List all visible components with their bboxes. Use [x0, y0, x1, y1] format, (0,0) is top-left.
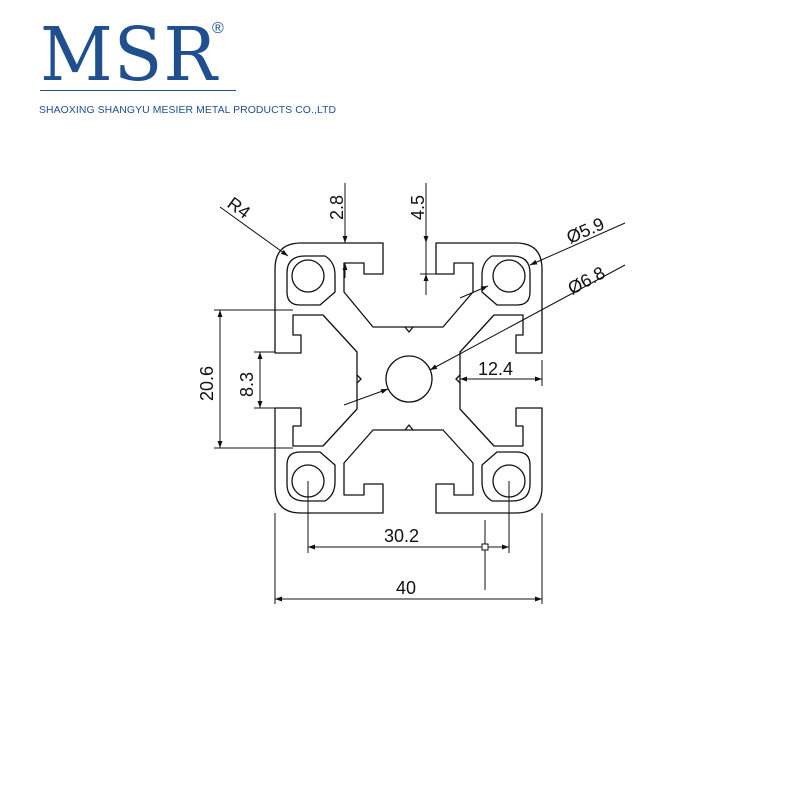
dim-overall-width: 40: [396, 578, 416, 598]
logo-underline: [40, 90, 236, 91]
brand-logo: MSR: [40, 12, 218, 98]
dim-slot-depth: 4.5: [408, 195, 428, 220]
dim-height-inner: 8.3: [237, 372, 257, 397]
dim-slot-top: 2.8: [327, 195, 347, 220]
dim-height-outer: 20.6: [197, 366, 217, 401]
dimension-lines: [214, 183, 626, 604]
dim-r4: R4: [224, 193, 254, 223]
registered-mark: ®: [212, 20, 224, 37]
profile-outline: [274, 242, 543, 514]
dimension-labels: R4 2.8 4.5 Ø5.9 Ø6.8 20.6 8.3 12.4 30.2 …: [197, 193, 608, 598]
dim-inner-width: 12.4: [478, 359, 513, 379]
dim-hole-spacing: 30.2: [384, 526, 419, 546]
dim-hole-small: Ø5.9: [563, 214, 607, 248]
company-name: SHAOXING SHANGYU MESIER METAL PRODUCTS C…: [39, 105, 337, 116]
dim-hole-center: Ø6.8: [564, 263, 608, 299]
